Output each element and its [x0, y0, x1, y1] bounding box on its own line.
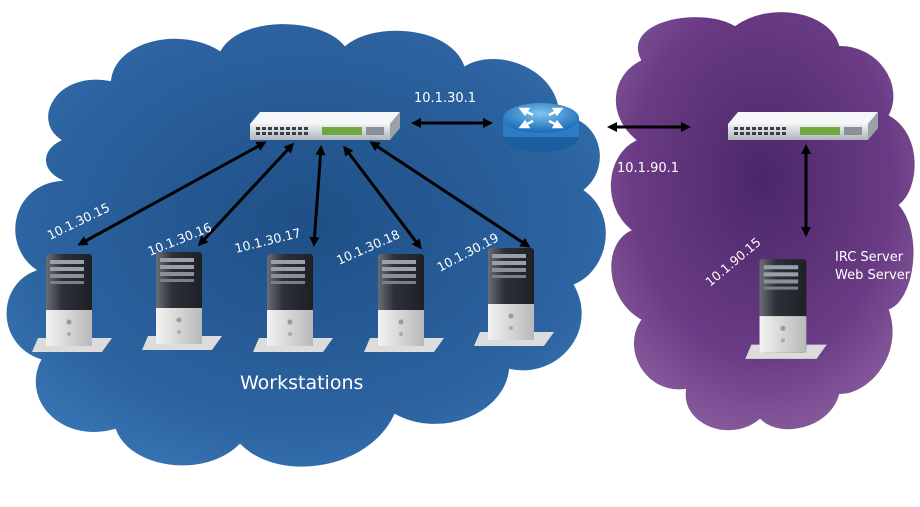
server-role-1: IRC Server — [835, 250, 904, 265]
right-switch — [728, 112, 878, 140]
left-network-cloud — [4, 22, 608, 469]
workstations-label: Workstations — [240, 372, 363, 394]
link-ws-2 — [197, 142, 295, 247]
right-network-cloud — [609, 10, 917, 433]
router-ip-left: 10.1.30.1 — [414, 91, 476, 106]
network-switch-icon — [250, 112, 400, 140]
link-ws-5 — [369, 141, 531, 248]
router — [503, 103, 579, 152]
connection-arrows — [77, 118, 811, 250]
server-role-2: Web Server — [835, 268, 911, 283]
link-ws-3 — [309, 145, 326, 247]
left-switch — [250, 112, 400, 140]
router-ip-right: 10.1.90.1 — [617, 161, 679, 176]
router-icon — [503, 103, 579, 133]
network-switch-icon — [728, 112, 878, 140]
